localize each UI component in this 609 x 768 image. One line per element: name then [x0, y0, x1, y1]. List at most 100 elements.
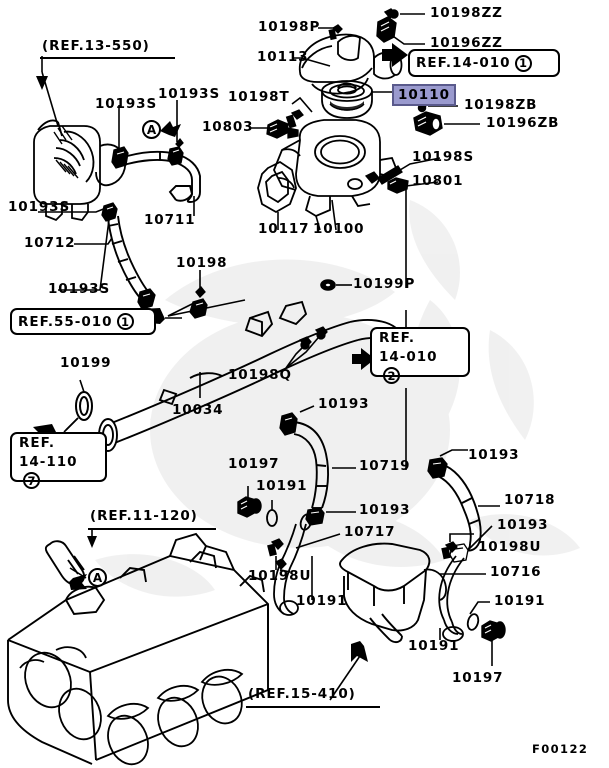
part-10191-oring-2 [299, 513, 313, 531]
part-label-10191-4: 10191 [494, 593, 546, 609]
part-10193-clamp-c [427, 457, 448, 479]
ref-box-55-010-circle: 1 [116, 313, 134, 330]
leader-lines [38, 13, 500, 701]
ref-label-11-120-underline [88, 528, 216, 530]
part-label-10193S-3: 10193S [8, 199, 71, 215]
ref-box-14-010-1[interactable]: REF.14-010 1 [408, 49, 560, 77]
highlighted-part-10110[interactable]: 10110 [392, 84, 456, 106]
ref-box-14-010-2-circle: 2 [383, 367, 400, 385]
ref-label-15-410-underline [246, 706, 380, 708]
part-label-10711: 10711 [144, 212, 196, 228]
ref-box-14-110-line1: REF. [19, 435, 55, 451]
part-heater-hatching [53, 125, 79, 179]
part-label-10718: 10718 [504, 492, 556, 508]
part-label-10193S-1: 10193S [95, 96, 158, 112]
part-label-10712: 10712 [24, 235, 76, 251]
part-10197-drain-cock-1 [237, 496, 262, 518]
part-10199-oring [75, 391, 93, 421]
part-label-10199: 10199 [60, 355, 112, 371]
ref-box-14-110[interactable]: REF. 14-110 7 [10, 432, 107, 490]
part-10193S-clamp-2 [167, 137, 184, 166]
part-10110-fill [330, 101, 364, 111]
part-10803-plug [266, 119, 299, 139]
part-10716-pipe [423, 555, 465, 642]
part-10193-clamp-a [279, 412, 298, 436]
part-10113-water-outlet [298, 33, 403, 95]
ref-label-13-550: (REF.13-550) [42, 38, 150, 54]
part-10110-thermostat [321, 80, 373, 119]
part-label-10034: 10034 [172, 402, 224, 418]
part-label-10719: 10719 [359, 458, 411, 474]
part-label-10198ZZ: 10198ZZ [430, 5, 503, 21]
part-heater-unit-ref-13-550 [33, 119, 127, 222]
marker-a-upper-text: A [146, 122, 157, 137]
part-10198U-bolt-1 [267, 538, 284, 557]
ref-box-14-110-line2: 14-110 [19, 454, 78, 471]
part-10718-hose [437, 465, 482, 552]
ref-box-55-010[interactable]: REF.55-010 1 [10, 308, 156, 335]
ref-label-11-120: (REF.11-120) [90, 508, 198, 524]
part-10191-inlet-fitting [339, 542, 431, 644]
part-label-10717: 10717 [344, 524, 396, 540]
engine-cylinder-head [7, 532, 269, 765]
part-10117-gasket [257, 160, 297, 214]
part-label-10193-4: 10193 [497, 517, 549, 533]
part-label-10197-2: 10197 [452, 670, 504, 686]
part-10198T-bolt [285, 109, 304, 129]
marker-a-lower-text: A [92, 570, 103, 585]
part-10198ZZ-bolt [383, 8, 399, 20]
ref-label-15-410: (REF.15-410) [248, 686, 356, 702]
part-label-10803: 10803 [202, 119, 254, 135]
part-label-10193S-4: 10193S [48, 281, 111, 297]
engine-intake-ports [19, 646, 244, 766]
part-10100-thermostat-housing [273, 119, 398, 218]
ref-box-55-010-text: REF.55-010 [18, 313, 113, 330]
part-label-10198P: 10198P [258, 19, 321, 35]
part-label-10198U-1: 10198U [248, 568, 312, 584]
part-label-10191-1: 10191 [256, 478, 308, 494]
marker-a-lower[interactable]: A [88, 568, 107, 587]
part-label-10198T: 10198T [228, 89, 290, 105]
ref-box-14-110-circle: 7 [23, 472, 40, 490]
part-label-10193S-2: 10193S [158, 86, 221, 102]
part-label-10716: 10716 [490, 564, 542, 580]
part-10712-hose [107, 215, 153, 301]
part-label-10113: 10113 [257, 49, 309, 65]
part-10196ZZ-bracket [376, 16, 397, 43]
part-10198U-bolt-2 [441, 541, 458, 560]
part-label-10199P: 10199P [353, 276, 416, 292]
figure-code: F00122 [532, 742, 589, 756]
part-label-10193-2: 10193 [359, 502, 411, 518]
ref-box-14-010-2[interactable]: REF. 14-010 2 [370, 327, 470, 385]
ref-box-14-010-2-line2: 14-010 [379, 349, 438, 366]
ref-box-14-010-2-line1: REF. [379, 330, 415, 346]
part-10198Q-bolt [298, 326, 328, 350]
part-label-10198S: 10198S [412, 149, 475, 165]
ref-label-13-550-underline [40, 57, 175, 59]
part-label-10191-2: 10191 [296, 593, 348, 609]
part-10198S-bolt [364, 165, 403, 185]
part-label-10198: 10198 [176, 255, 228, 271]
part-10193-clamp-b [305, 507, 325, 526]
highlighted-part-10110-text: 10110 [398, 87, 450, 103]
marker-a-upper[interactable]: A [142, 120, 161, 139]
part-label-10100: 10100 [313, 221, 365, 237]
part-10801-plug [387, 177, 409, 194]
part-label-10193-1: 10193 [318, 396, 370, 412]
part-10717-hose [273, 523, 307, 616]
ref-box-14-010-1-circle: 1 [514, 54, 532, 72]
part-label-10196ZB: 10196ZB [486, 115, 560, 131]
part-10198-bolt-lower [275, 558, 287, 571]
part-10199P-oring [320, 279, 336, 291]
part-10193S-clamp-4 [137, 288, 156, 310]
part-label-10198Q: 10198Q [228, 367, 292, 383]
part-10196ZB-bracket [413, 111, 443, 136]
part-10191-oring-3 [466, 613, 480, 631]
part-label-10198U-2: 10198U [478, 539, 542, 555]
part-label-10196ZZ: 10196ZZ [430, 35, 503, 51]
ref-box-14-010-1-text: REF.14-010 [416, 55, 511, 71]
part-10197-drain-cock-2 [481, 620, 506, 642]
part-10193S-clamp-1 [111, 146, 129, 169]
